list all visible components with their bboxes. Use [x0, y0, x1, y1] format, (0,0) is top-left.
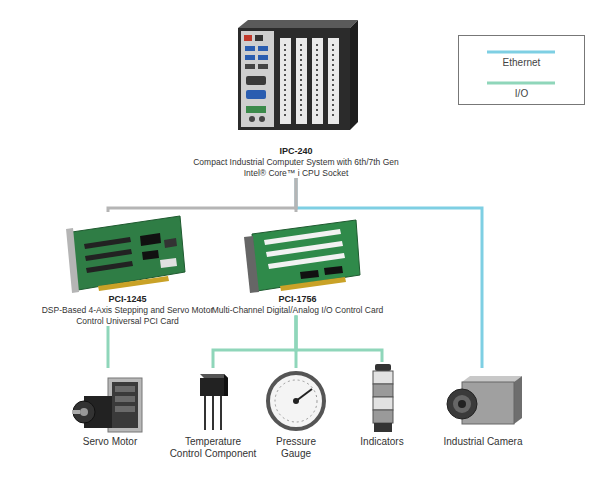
- node-label: Pressure Gauge: [266, 436, 326, 460]
- pressure-gauge-illustration: [268, 373, 324, 429]
- servo-motor-illustration: [72, 378, 142, 432]
- node-label: Temperature Control Component: [168, 436, 258, 460]
- legend-box: EthernetI/O: [458, 35, 585, 105]
- node-label: Industrial Camera: [444, 436, 523, 448]
- ethernet-sample-line: [487, 51, 555, 54]
- motion-card-illustration: [66, 216, 185, 293]
- temperature-sensor-illustration: [200, 374, 228, 430]
- card-node: PCI-1245DSP-Based 4-Axis Stepping and Se…: [35, 212, 220, 326]
- node-title: PCI-1756: [278, 294, 316, 305]
- io-sample-line: [487, 82, 555, 85]
- card-node: PCI-1756Multi-Channel Digital/Analog I/O…: [205, 212, 390, 316]
- node-title: IPC-240: [279, 146, 312, 157]
- device-node: Temperature Control Component: [160, 368, 266, 460]
- node-title: PCI-1245: [108, 294, 146, 305]
- connector-line: [213, 316, 296, 369]
- camera-illustration: [447, 376, 522, 424]
- computer-illustration: [238, 20, 358, 130]
- device-node: Servo Motor: [60, 368, 160, 448]
- node-description: DSP-Based 4-Axis Stepping and Servo Moto…: [38, 305, 218, 326]
- connector-line: [107, 326, 110, 368]
- connector-line: [296, 316, 382, 363]
- computer-node: IPC-240Compact Industrial Computer Syste…: [185, 18, 407, 178]
- signal-tower-illustration: [373, 364, 393, 432]
- device-node: Pressure Gauge: [250, 368, 342, 460]
- connector-line: [108, 178, 296, 212]
- connector-line: [295, 178, 298, 212]
- connector-line: [296, 178, 482, 368]
- device-node: Industrial Camera: [430, 368, 536, 448]
- node-description: Compact Industrial Computer System with …: [190, 157, 402, 178]
- node-label: Servo Motor: [83, 436, 137, 448]
- legend-label: I/O: [459, 88, 584, 100]
- node-description: Multi-Channel Digital/Analog I/O Control…: [212, 305, 384, 316]
- io-card-illustration: [244, 220, 360, 293]
- device-node: Indicators: [340, 362, 424, 448]
- node-label: Indicators: [360, 436, 403, 448]
- legend-label: Ethernet: [459, 57, 584, 69]
